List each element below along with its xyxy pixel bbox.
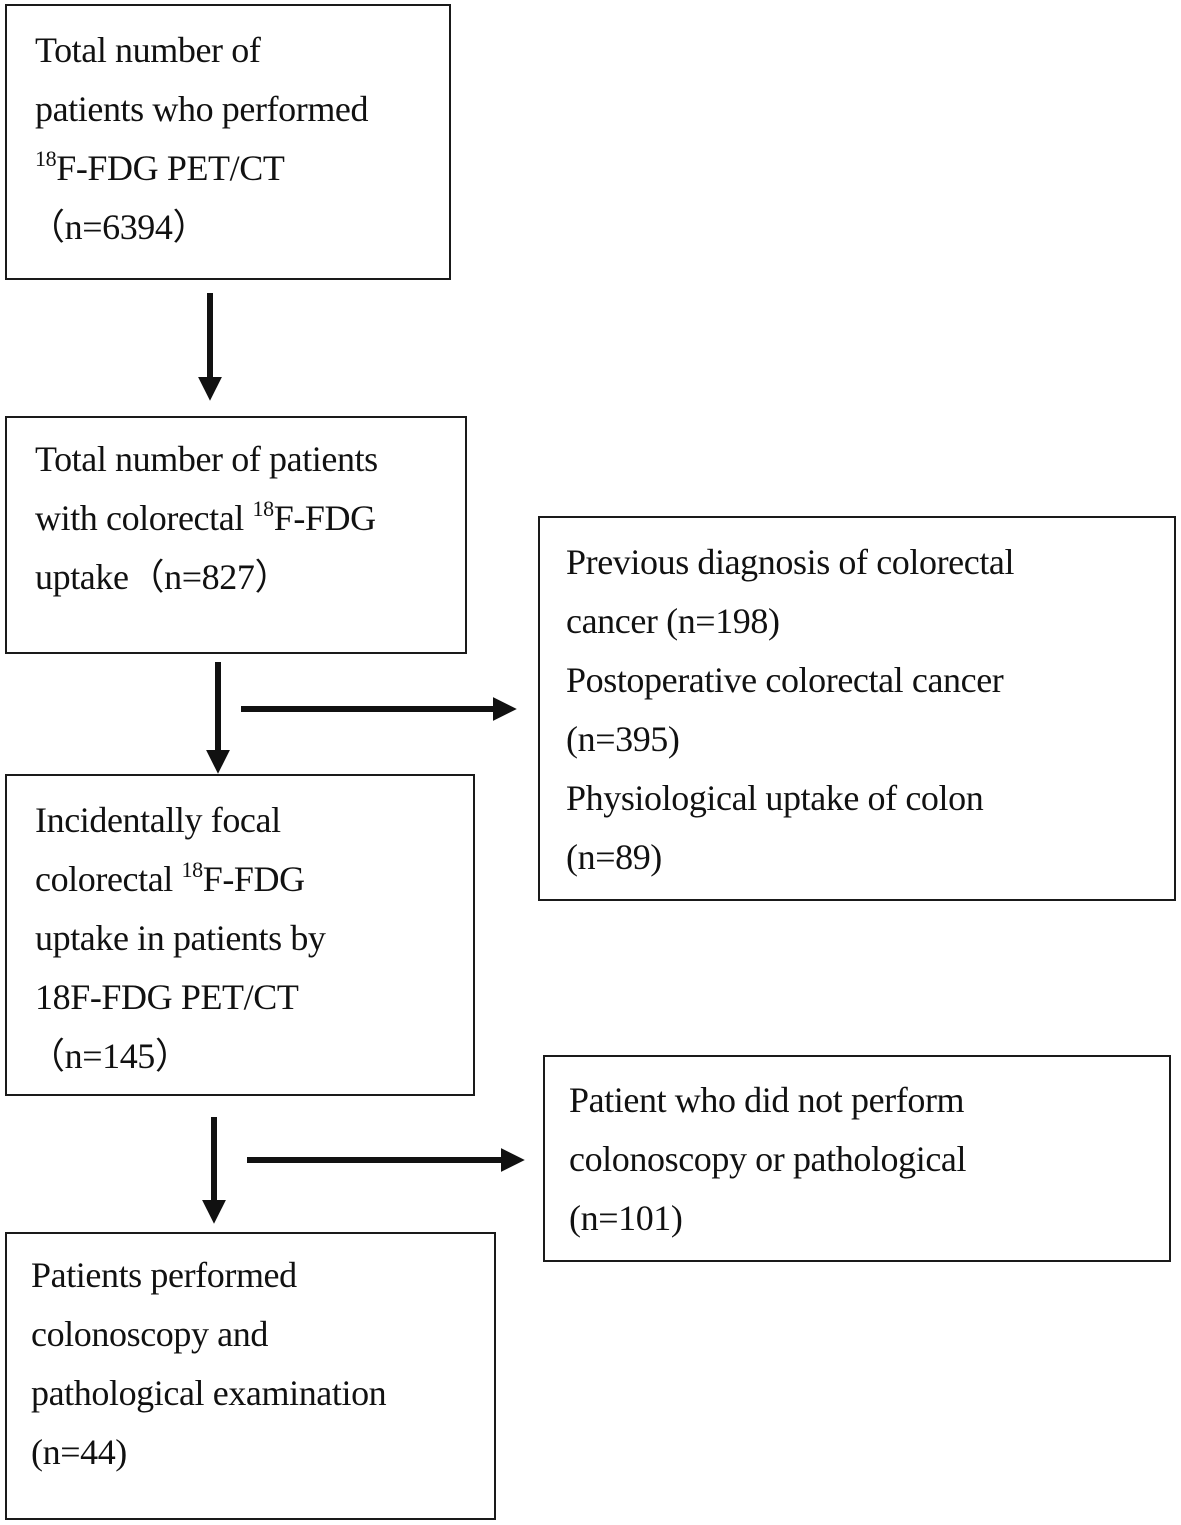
box-incidental-line3: uptake in patients by	[35, 918, 326, 958]
box-total-pet-line2: patients who performed	[35, 89, 369, 129]
excluded2-line1: Patient who did not perform	[569, 1080, 965, 1120]
box-colorectal-line1: Total number of patients	[35, 439, 378, 479]
excluded2-line2: colonoscopy or pathological	[569, 1139, 967, 1179]
box-final-line1: Patients performed	[31, 1255, 297, 1295]
excluded1-line6: (n=89)	[566, 837, 662, 877]
box-incidental-focal-uptake: Incidentally focal colorectal 18F-FDG up…	[5, 774, 475, 1096]
box-final-line4: (n=44)	[31, 1432, 127, 1472]
box-incidental-line2-text: colorectal	[35, 859, 182, 899]
box-incidental-line2-end: F-FDG	[202, 859, 305, 899]
box-colorectal-uptake: Total number of patients with colorectal…	[5, 416, 467, 654]
superscript-18: 18	[35, 146, 57, 171]
box-excluded-no-colonoscopy: Patient who did not perform colonoscopy …	[543, 1055, 1171, 1262]
excluded1-line4: (n=395)	[566, 719, 680, 759]
box-colorectal-line3: uptake（n=827）	[35, 557, 291, 597]
box-colorectal-line2-text: with colorectal	[35, 498, 253, 538]
box-final-line2: colonoscopy and	[31, 1314, 268, 1354]
excluded2-line3: (n=101)	[569, 1198, 683, 1238]
box-total-pet-line3-text: F-FDG PET/CT	[56, 148, 285, 188]
box-incidental-line1: Incidentally focal	[35, 800, 281, 840]
box-excluded-previous: Previous diagnosis of colorectal cancer …	[538, 516, 1176, 901]
excluded1-line2: cancer (n=198)	[566, 601, 780, 641]
excluded1-line3: Postoperative colorectal cancer	[566, 660, 1004, 700]
box-final-line3: pathological examination	[31, 1373, 387, 1413]
box-total-pet-patients: Total number of patients who performed 1…	[5, 4, 451, 280]
superscript-18: 18	[252, 496, 275, 521]
box-total-pet-line4: （n=6394）	[29, 207, 209, 247]
box-incidental-line5: （n=145）	[29, 1036, 191, 1076]
box-colorectal-line2-end: F-FDG	[273, 498, 376, 538]
box-performed-colonoscopy: Patients performed colonoscopy and patho…	[5, 1232, 496, 1520]
excluded1-line5: Physiological uptake of colon	[566, 778, 984, 818]
box-incidental-line2: colorectal 18F-FDG	[35, 850, 305, 913]
box-total-pet-line3: 18F-FDG PET/CT	[35, 139, 285, 202]
box-colorectal-line2: with colorectal 18F-FDG	[35, 489, 376, 552]
superscript-18: 18	[181, 857, 204, 882]
box-incidental-line4: 18F-FDG PET/CT	[35, 977, 299, 1017]
box-total-pet-line1: Total number of	[35, 30, 261, 70]
excluded1-line1: Previous diagnosis of colorectal	[566, 542, 1015, 582]
